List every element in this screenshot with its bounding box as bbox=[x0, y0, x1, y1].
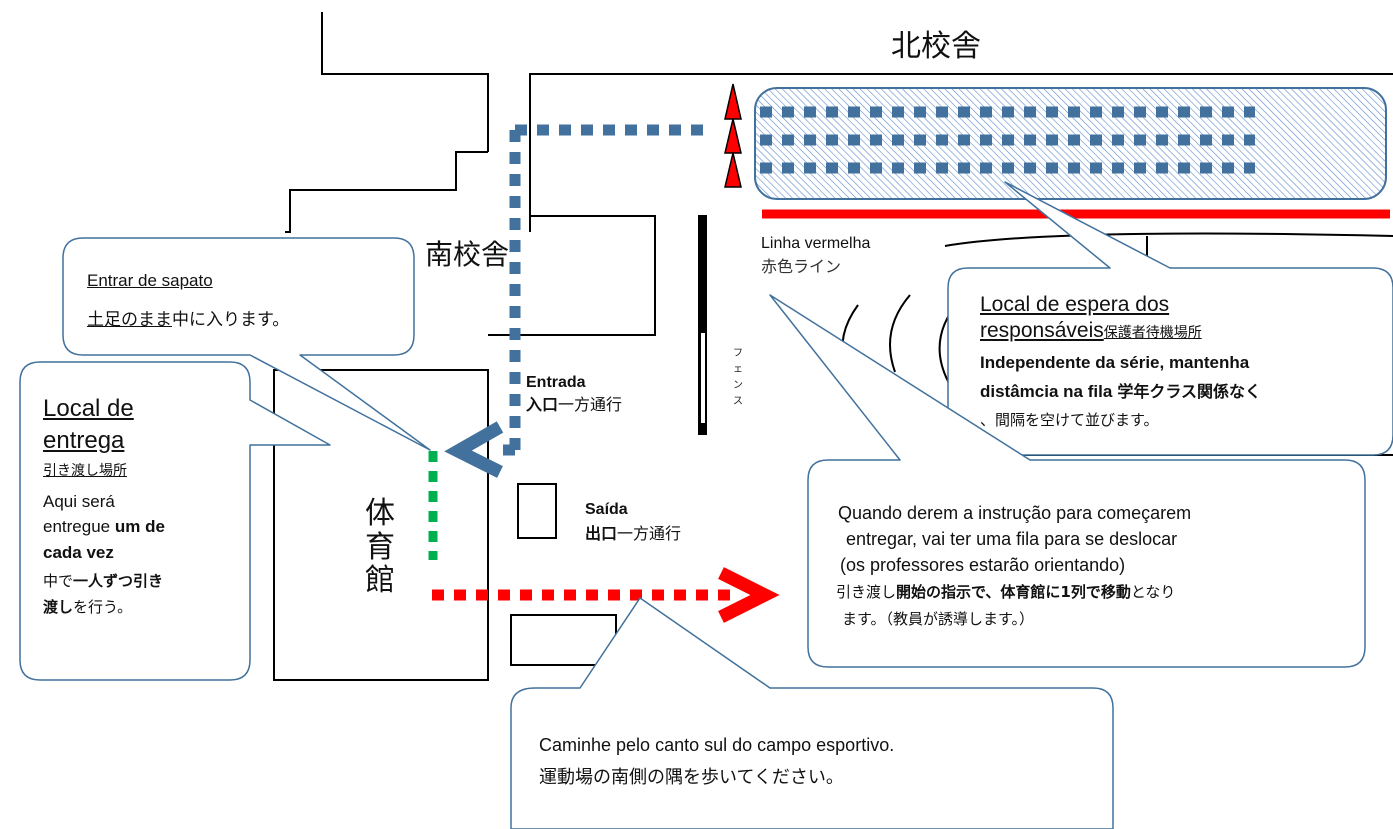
callout-walk-shape bbox=[510, 597, 1114, 829]
waiting-title-jp: 保護者待機場所 bbox=[1103, 325, 1202, 341]
handover-line2: entregue um de bbox=[43, 516, 165, 537]
waiting-title-line1-text: Local de espera dos bbox=[980, 293, 1170, 316]
handover-title-line1: Local de bbox=[43, 395, 134, 422]
waiting-jp-rest: 、間隔を空けて並びます。 bbox=[980, 411, 1159, 429]
waiting-jp-bold: 学年クラス関係なく bbox=[1117, 382, 1262, 401]
small-building-1 bbox=[517, 483, 557, 539]
handover-line2-a: entregue bbox=[43, 517, 115, 536]
entrance-jp-rest: 一方通行 bbox=[558, 395, 623, 414]
entrance-jp-label: 入口一方通行 bbox=[526, 395, 622, 415]
entrance-arrow-head bbox=[444, 421, 504, 478]
instruction-jp1: 引き渡し開始の指示で、体育館に1列で移動となり bbox=[836, 583, 1175, 602]
exit-jp-label: 出口一方通行 bbox=[585, 524, 681, 544]
shoes-callout-jp-under: 土足のまま bbox=[87, 310, 172, 330]
handover-line1: Aqui será bbox=[43, 492, 115, 511]
callout-handover-shape bbox=[19, 361, 331, 681]
handover-jp1-a: 中で bbox=[43, 572, 74, 590]
gym-label: 体育館 bbox=[365, 496, 395, 599]
walk-line2: 運動場の南側の隅を歩いてください。 bbox=[539, 767, 844, 788]
red-line-jp-label: 赤色ライン bbox=[761, 257, 842, 276]
instruction-jp1-c: となり bbox=[1130, 583, 1176, 601]
entrance-jp-bold: 入口 bbox=[526, 395, 559, 414]
south-building-wall bbox=[488, 215, 656, 336]
triangle-marker-3 bbox=[724, 152, 742, 188]
triangle-marker-2 bbox=[724, 118, 742, 154]
waiting-queue bbox=[760, 106, 1255, 174]
handover-jp2-b: を行う。 bbox=[73, 598, 133, 616]
handover-title-line2: entrega bbox=[43, 427, 125, 454]
one-way-markers bbox=[724, 83, 742, 188]
shoes-callout-jp-rest: 中に入ります。 bbox=[172, 310, 290, 330]
waiting-bold-line2-pt: distâmcia na fila bbox=[980, 382, 1113, 401]
north-building-left-wall bbox=[321, 12, 489, 152]
handover-jp1-b: 一人ずつ引き bbox=[73, 572, 164, 590]
instruction-line3: (os professores estarão orientando) bbox=[840, 555, 1126, 575]
waiting-bold-line2: distâmcia na fila 学年クラス関係なく bbox=[980, 381, 1261, 402]
north-building-wall bbox=[529, 73, 1393, 232]
gym-outline bbox=[273, 369, 489, 681]
entrance-label: Entrada bbox=[526, 374, 586, 391]
south-building-label: 南校舎 bbox=[425, 238, 510, 271]
handover-jp2: 渡しを行う。 bbox=[43, 598, 132, 617]
callout-bubbles bbox=[19, 181, 1393, 829]
callout-instruction-shape bbox=[769, 294, 1366, 668]
waiting-title-line2: responsáveis保護者待機場所 bbox=[980, 318, 1202, 344]
handover-line3: cada vez bbox=[43, 543, 114, 562]
handover-jp1: 中で一人ずつ引き bbox=[43, 572, 163, 591]
callout-shoes-shape bbox=[62, 237, 431, 451]
waiting-bold-line1: Independente da série, mantenha bbox=[980, 353, 1250, 372]
fence-label: フェンス bbox=[733, 348, 743, 407]
exit-jp-rest: 一方通行 bbox=[617, 524, 682, 543]
shoes-callout-jp: 土足のまま中に入ります。 bbox=[87, 310, 289, 331]
handover-jp-place: 引き渡し場所 bbox=[43, 463, 127, 479]
instruction-line1: Quando derem a instrução para começarem bbox=[838, 503, 1192, 523]
instruction-jp1-a: 引き渡し bbox=[836, 583, 897, 601]
fence-gap bbox=[701, 333, 705, 423]
exit-jp-bold: 出口 bbox=[585, 524, 618, 543]
exit-arrow-head bbox=[718, 567, 780, 623]
exit-label: Saída bbox=[585, 501, 628, 518]
waiting-title-line1: Local de espera dos bbox=[980, 292, 1169, 318]
fence bbox=[698, 215, 707, 435]
blue-entrance-path bbox=[498, 124, 703, 456]
handover-line2-b: um de bbox=[114, 517, 165, 536]
handover-jp2-a: 渡し bbox=[43, 598, 74, 616]
walk-line1: Caminhe pelo canto sul do campo esportiv… bbox=[539, 735, 895, 755]
waiting-title-pt: responsáveis bbox=[980, 319, 1104, 342]
instruction-line2: entregar, vai ter uma fila para se deslo… bbox=[846, 529, 1178, 549]
shoes-callout-title: Entrar de sapato bbox=[87, 271, 213, 290]
south-building-left-wall bbox=[285, 151, 488, 233]
instruction-jp1-b: 開始の指示で、体育館に1列で移動 bbox=[896, 583, 1131, 601]
red-line-label: Linha vermelha bbox=[761, 235, 871, 252]
callout-waiting-shape bbox=[947, 181, 1393, 456]
instruction-jp2: ます。（教員が誘導します。） bbox=[842, 610, 1035, 628]
north-building-label: 北校舎 bbox=[891, 29, 981, 64]
building-outlines bbox=[273, 12, 1393, 681]
triangle-marker-1 bbox=[724, 83, 742, 120]
